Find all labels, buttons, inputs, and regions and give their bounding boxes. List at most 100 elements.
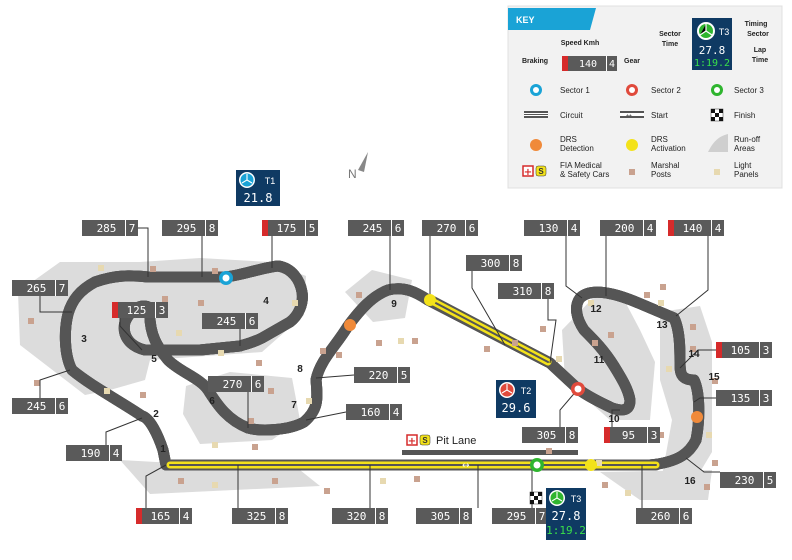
speed-box-bg [12, 280, 68, 296]
speed-box-divider [109, 445, 110, 461]
speed-box-divider [55, 280, 56, 296]
sector-time: 21.8 [244, 191, 273, 205]
speed-box-divider [179, 508, 180, 524]
gear-value: 6 [59, 400, 66, 413]
marshal-post-icon [140, 392, 146, 398]
speed-box-bg [498, 283, 554, 299]
key-medical-label2: & Safety Cars [560, 170, 609, 179]
key-circuit-label: Circuit [560, 111, 583, 120]
speed-box-divider [711, 220, 712, 236]
light-panel-icon [666, 366, 672, 372]
braking-indicator [136, 508, 142, 524]
key-sample-gear: 4 [609, 59, 615, 70]
speed-box-bg [416, 508, 472, 524]
corner-label: 13 [656, 320, 668, 331]
speed-box-bg [262, 220, 318, 236]
key-timing-sector-label2: Sector [747, 31, 769, 38]
speed-box-bg [346, 404, 402, 420]
key-drs-activation-icon [626, 139, 638, 151]
speed-value: 305 [537, 429, 557, 442]
key-sample-lap-time: 1:19.2 [694, 58, 730, 69]
key-lap-time-label2: Time [752, 57, 768, 64]
corner-label: 7 [291, 400, 297, 411]
gear-value: 8 [569, 429, 576, 442]
light-panel-icon [625, 490, 631, 496]
speed-value: 175 [277, 222, 297, 235]
key-drs-activation-label2: Activation [651, 144, 686, 153]
gear-value: 4 [113, 447, 120, 460]
lap-time: 1:19.2 [546, 524, 586, 537]
speed-value: 285 [97, 222, 117, 235]
speed-box-bg [66, 445, 122, 461]
speed-value: 165 [151, 510, 171, 523]
gear-value: 6 [469, 222, 476, 235]
speed-box-divider [643, 220, 644, 236]
corner-label: 16 [684, 476, 696, 487]
gear-value: 7 [59, 282, 66, 295]
key-runoff-label2: Areas [734, 144, 755, 153]
key-speed-label: Speed Kmh [561, 40, 600, 47]
gear-value: 5 [309, 222, 316, 235]
marshal-post-icon [256, 360, 262, 366]
speed-box-bg [604, 427, 660, 443]
marshal-post-icon [162, 296, 168, 302]
corner-label: 6 [209, 396, 215, 407]
speed-box: 305 8 [522, 427, 578, 443]
speed-box-divider [509, 255, 510, 271]
leader-line [547, 299, 557, 364]
marshal-post-icon [324, 488, 330, 494]
light-panel-icon [212, 482, 218, 488]
marshal-post-icon [178, 478, 184, 484]
corner-label: 11 [594, 355, 605, 366]
leader-line [471, 271, 506, 346]
speed-box-divider [759, 390, 760, 406]
speed-box-bg [720, 472, 776, 488]
light-panel-icon [104, 388, 110, 394]
braking-indicator [604, 427, 610, 443]
marshal-post-icon [412, 338, 418, 344]
speed-value: 130 [539, 222, 559, 235]
key-gear-label: Gear [624, 58, 640, 65]
svg-text:↔: ↔ [626, 112, 632, 120]
key-title: KEY [516, 15, 535, 25]
sector1-marker-center [222, 274, 230, 282]
key-braking-label: Braking [522, 58, 548, 65]
svg-text:S: S [538, 167, 544, 176]
marshal-post-icon [320, 348, 326, 354]
speed-box-divider [205, 220, 206, 236]
marshal-post-icon [268, 388, 274, 394]
safety-car-icon [419, 434, 431, 446]
marshal-post-icon [712, 378, 718, 384]
leader-line [675, 236, 709, 317]
gear-value: 6 [683, 510, 690, 523]
speed-value: 135 [731, 392, 751, 405]
gear-value: 8 [209, 222, 216, 235]
key-drs-detection-label: DRS [560, 135, 577, 144]
key-sample-speed-box: 140 4 [562, 56, 617, 71]
start-marker-icon: ↔ [462, 461, 470, 471]
speed-box-bg [82, 220, 138, 236]
speed-value: 265 [27, 282, 47, 295]
key-sector3-label: Sector 3 [734, 86, 764, 95]
key-panel: KEY Speed Kmh Braking Gear 140 4 Sector … [507, 5, 783, 189]
marshal-post-icon [512, 340, 518, 346]
key-marshal-icon [629, 169, 635, 175]
speed-box-divider [465, 220, 466, 236]
marshal-post-icon [546, 448, 552, 454]
leader-line [39, 369, 71, 398]
gear-value: 7 [539, 510, 546, 523]
gear-value: 6 [395, 222, 402, 235]
marshal-post-icon [690, 346, 696, 352]
gear-value: 6 [255, 378, 262, 391]
